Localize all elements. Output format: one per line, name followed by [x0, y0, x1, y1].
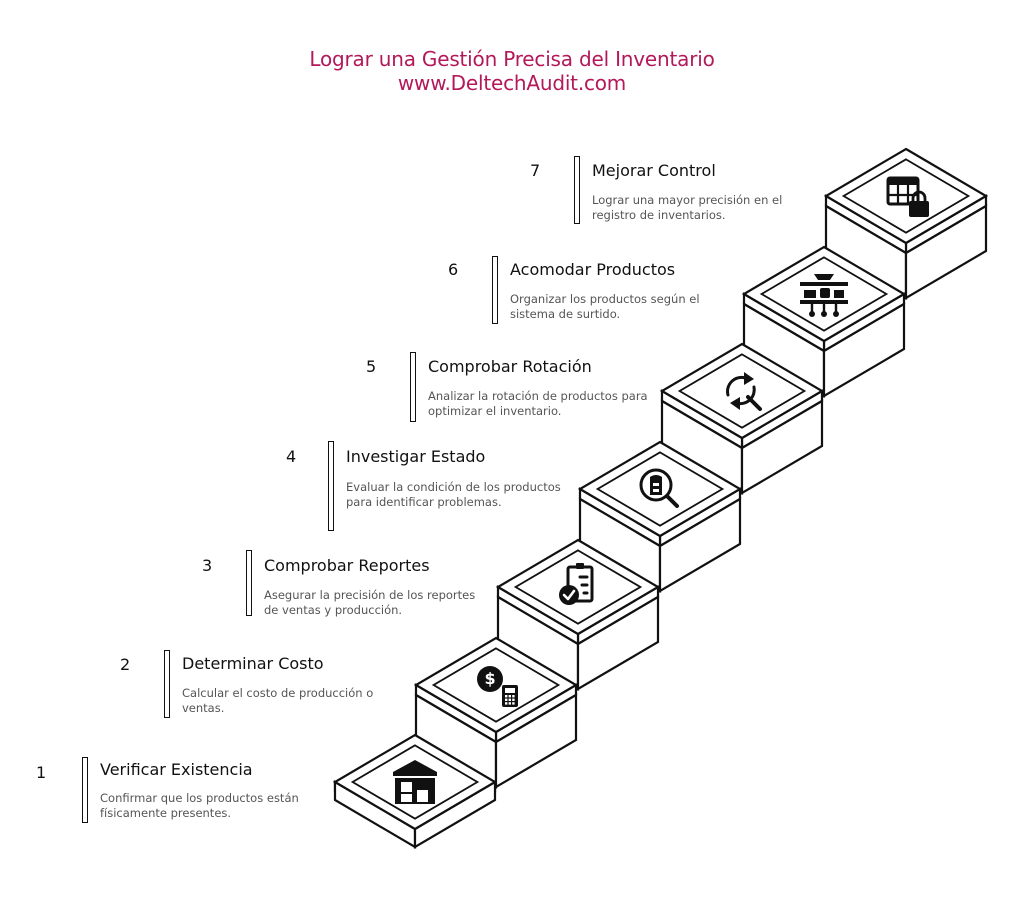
step-description: Asegurar la precisión de los reportes de…	[264, 588, 476, 617]
step-number: 2	[120, 655, 131, 674]
step-title: Verificar Existencia	[100, 760, 253, 779]
step-title: Mejorar Control	[592, 161, 716, 180]
search-product-icon	[639, 468, 679, 508]
step-description: Confirmar que los productos están física…	[100, 791, 299, 820]
step-title: Comprobar Rotación	[428, 357, 592, 376]
step-divider-bar	[246, 550, 252, 616]
stair-step-3	[495, 538, 661, 691]
step-description: Calcular el costo de producción o ventas…	[182, 686, 374, 715]
warehouse-icon	[393, 760, 437, 804]
step-number: 4	[286, 447, 297, 466]
step-title: Investigar Estado	[346, 447, 486, 466]
step-number: 1	[36, 763, 47, 782]
cost-calculator-icon: $	[477, 666, 518, 707]
stair-step-5	[659, 342, 825, 495]
step-divider-bar	[82, 757, 88, 823]
page-title: Lograr una Gestión Precisa del Inventari…	[309, 47, 715, 71]
step-title: Comprobar Reportes	[264, 556, 430, 575]
page-subtitle-url: www.DeltechAudit.com	[397, 71, 627, 95]
shelf-products-icon	[800, 274, 848, 317]
step-divider-bar	[410, 352, 416, 422]
stair-step-7	[823, 147, 989, 300]
stair-step-1	[332, 733, 498, 849]
step-divider-bar	[164, 650, 170, 718]
step-divider-bar	[574, 156, 580, 224]
step-description: Evaluar la condición de los productos pa…	[346, 480, 561, 509]
rotation-search-icon	[726, 372, 762, 411]
step-title: Determinar Costo	[182, 654, 324, 673]
step-description: Analizar la rotación de productos para o…	[428, 389, 648, 418]
step-divider-bar	[328, 441, 334, 531]
table-lock-icon	[886, 176, 929, 217]
step-number: 6	[448, 260, 459, 279]
clipboard-check-icon	[559, 563, 594, 605]
step-number: 7	[530, 161, 541, 180]
step-divider-bar	[492, 256, 498, 324]
step-title: Acomodar Productos	[510, 260, 676, 279]
step-number: 3	[202, 556, 213, 575]
svg-text:$: $	[484, 669, 495, 688]
step-description: Lograr una mayor precisión en el registr…	[592, 193, 783, 222]
step-description: Organizar los productos según el sistema…	[510, 292, 700, 321]
step-number: 5	[366, 357, 377, 376]
